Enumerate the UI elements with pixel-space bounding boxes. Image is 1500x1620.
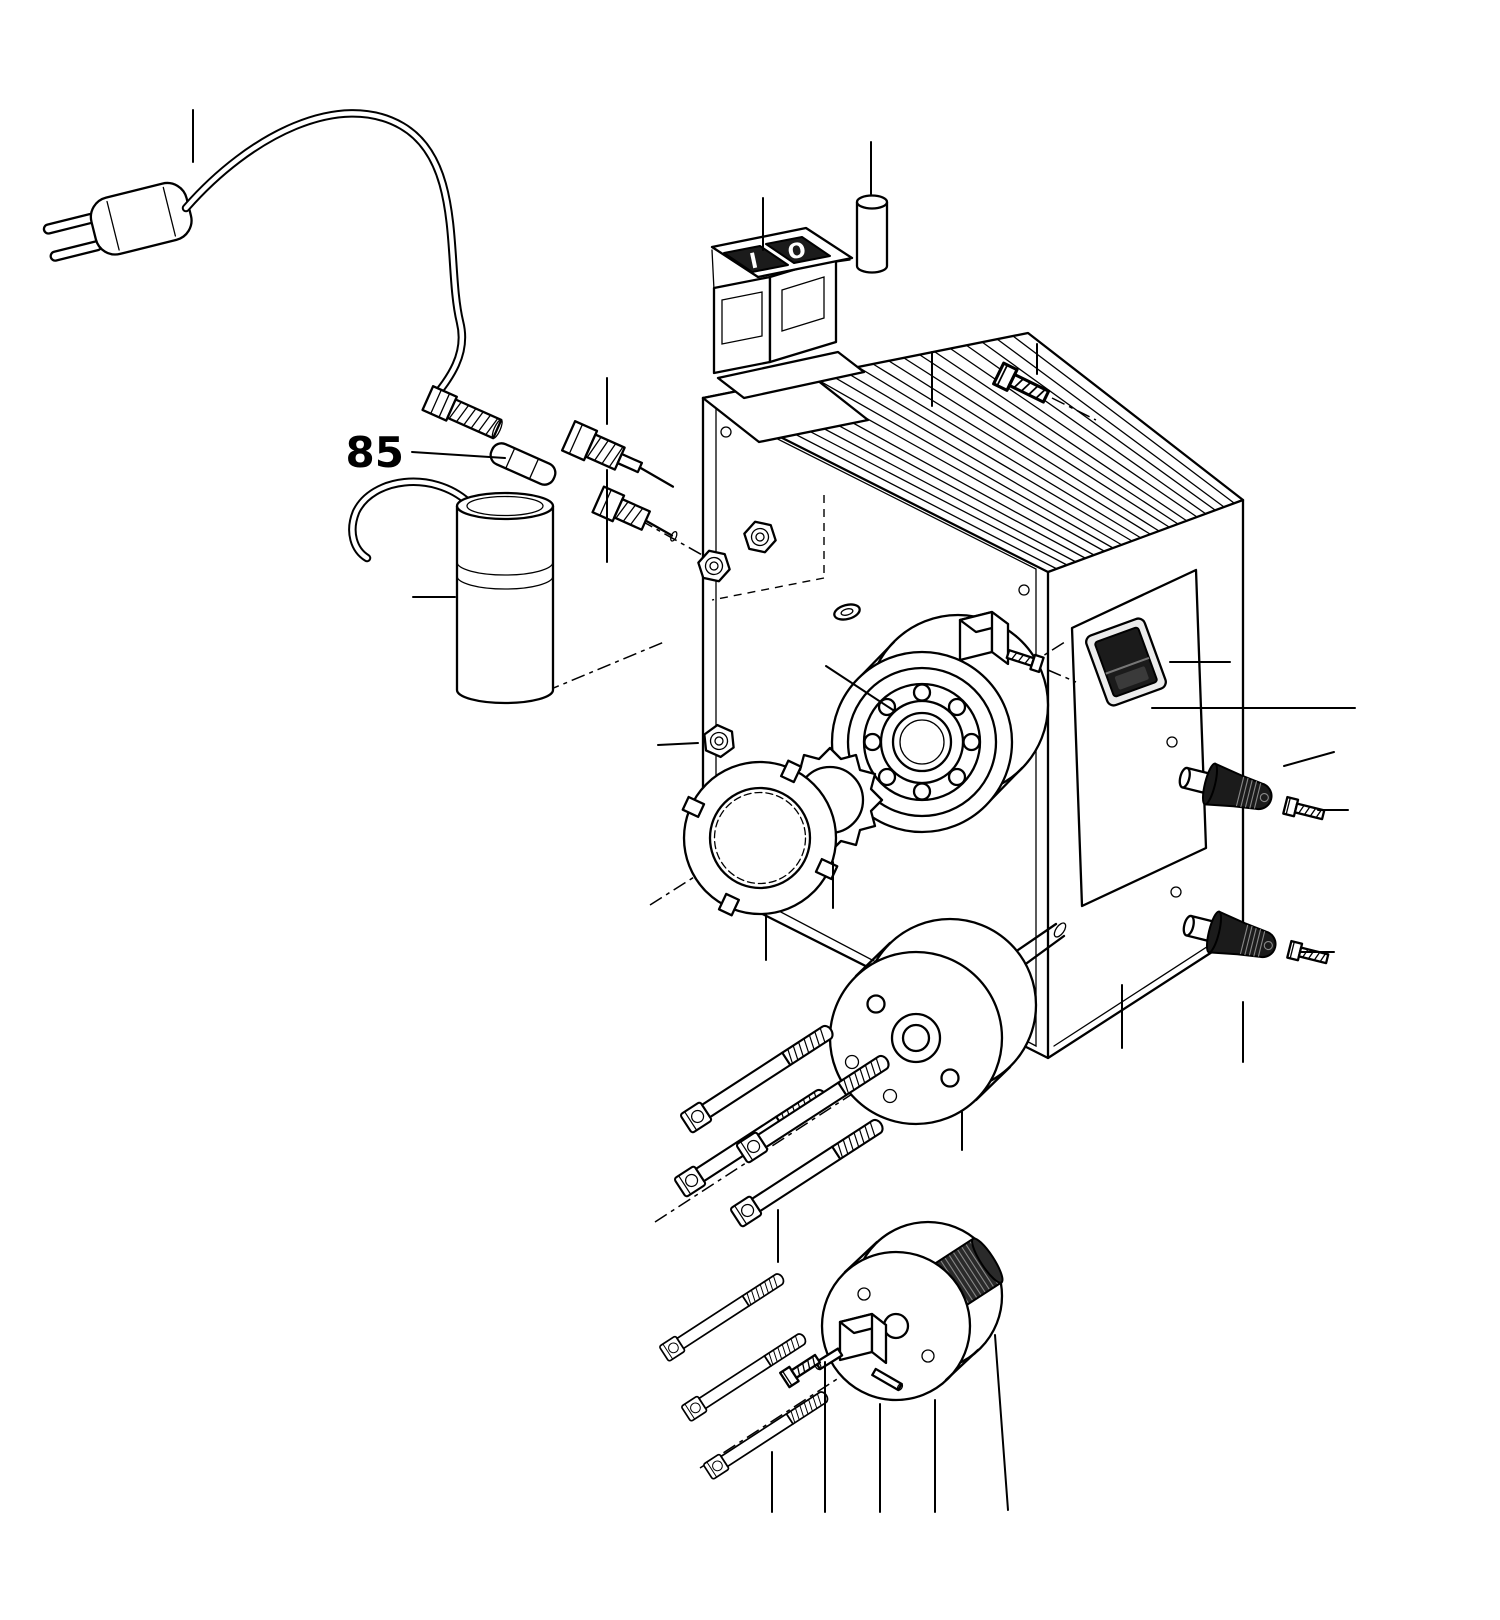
callout-85: 85 [346, 428, 506, 477]
terminal-block-screw [1005, 649, 1045, 674]
front-plate-screw-hole [1018, 584, 1030, 596]
main-power-switch: I O [701, 226, 870, 444]
callout-label: 85 [346, 428, 404, 477]
capacitor [348, 477, 555, 705]
power-plug [42, 181, 193, 262]
fuse-part-85 [489, 442, 557, 486]
gland-nut [421, 385, 503, 440]
side-rocker-switch [1085, 617, 1167, 707]
gland-fitting [560, 420, 675, 488]
power-cord [181, 109, 467, 405]
leader-lines [192, 109, 1356, 1513]
rocker-off [765, 236, 831, 264]
oval-opening [833, 603, 861, 621]
dowel-pin [855, 194, 889, 274]
front-plate-screw-hole [720, 426, 732, 438]
ring-nut [681, 759, 839, 917]
cable-glands [421, 385, 678, 542]
rocker-on [723, 245, 789, 273]
small-pin [871, 1367, 904, 1392]
motor-flange [828, 917, 1038, 1126]
side-panel [1070, 568, 1208, 908]
bottom-flange-assembly [658, 1220, 1004, 1481]
drive-block [814, 1312, 888, 1371]
panel-hole [1166, 736, 1178, 748]
terminal-block [958, 610, 1077, 683]
switch-off-symbol: O [786, 237, 808, 264]
panel-hole [1170, 886, 1182, 898]
gland-fitting [591, 485, 678, 542]
